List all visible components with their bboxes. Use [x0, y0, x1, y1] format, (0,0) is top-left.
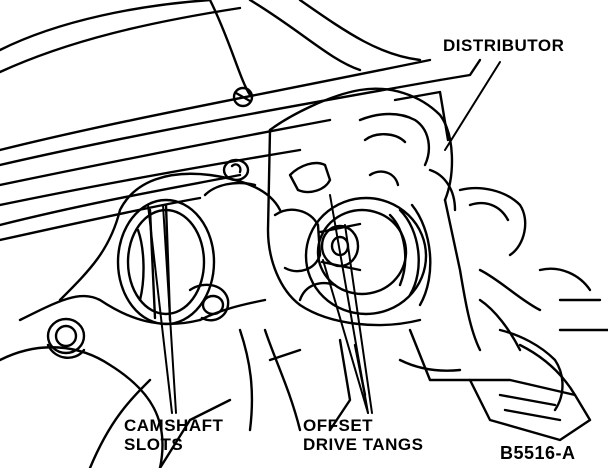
left-bolt	[46, 317, 86, 359]
top-bolt	[232, 86, 254, 108]
figure-id-text: B5516-A	[500, 443, 576, 463]
upper-hoses	[0, 0, 482, 242]
distributor-label: DISTRIBUTOR	[443, 36, 564, 55]
offset-drive-tangs-label: OFFSET DRIVE TANGS	[303, 416, 423, 454]
camshaft-label-line1: CAMSHAFT	[124, 416, 224, 435]
camshaft-label-line2: SLOTS	[124, 435, 184, 454]
lower-bracket	[268, 328, 472, 432]
leader-lines	[147, 61, 501, 414]
figure-id-label: B5516-A	[500, 444, 576, 463]
engine-block	[0, 158, 302, 468]
distributor-connector	[458, 186, 608, 442]
distributor-body	[266, 87, 482, 352]
camshaft-slots-label: CAMSHAFT SLOTS	[124, 416, 223, 454]
offset-label-line1: OFFSET	[303, 416, 374, 435]
distributor-hub	[304, 196, 432, 316]
distributor-label-text: DISTRIBUTOR	[443, 36, 565, 55]
offset-label-line2: DRIVE TANGS	[303, 435, 424, 454]
